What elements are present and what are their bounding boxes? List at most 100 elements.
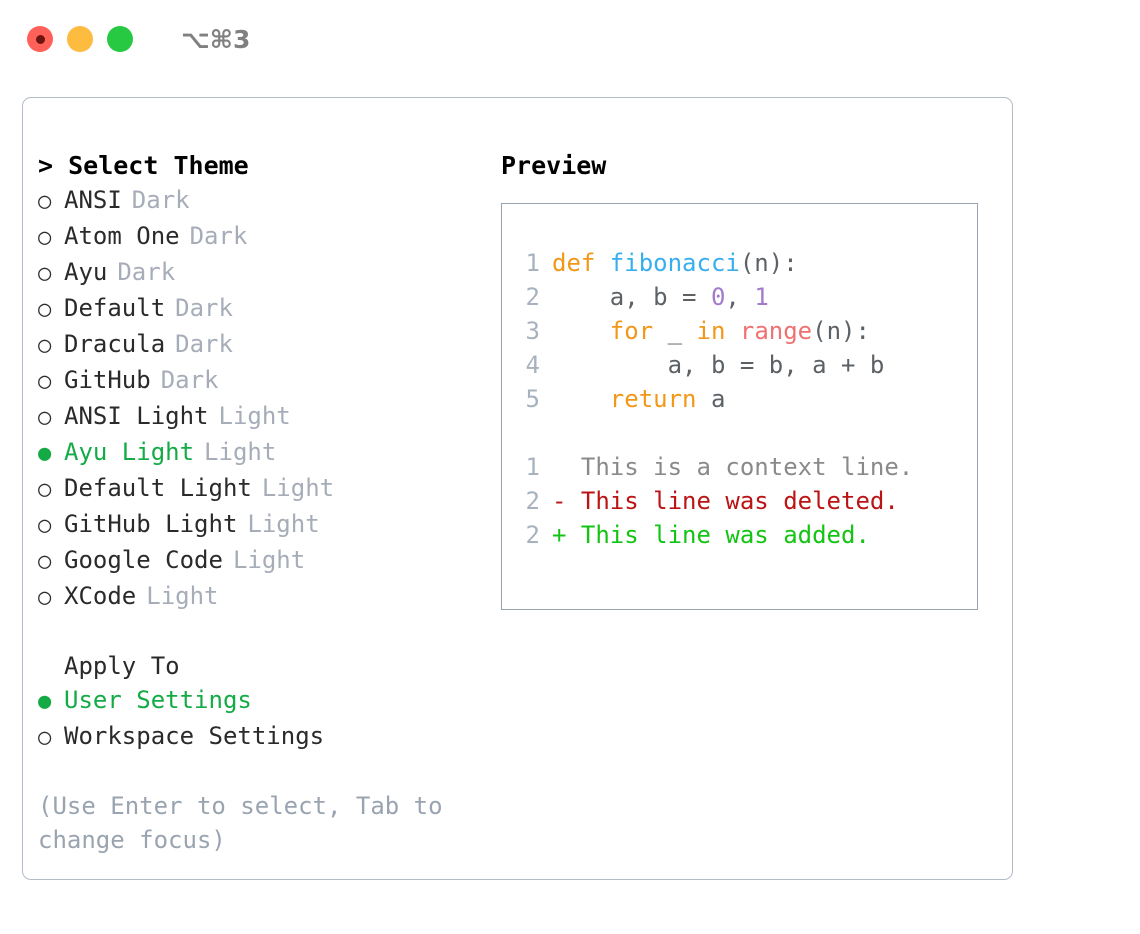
theme-option-variant: Light [247, 510, 320, 538]
keyboard-shortcut-label: ⌥⌘3 [181, 24, 251, 54]
radio-unselected-icon: ○ [38, 297, 52, 322]
code-token: _ [653, 317, 697, 345]
radio-unselected-icon: ○ [38, 477, 52, 502]
list-spacer [38, 615, 468, 649]
theme-option-ansi-light[interactable]: ○ ANSI Light Light [38, 399, 468, 435]
theme-option-default-light[interactable]: ○ Default Light Light [38, 471, 468, 507]
code-token: range [739, 317, 813, 345]
code-diff-gap [514, 416, 977, 450]
line-number: 2 [525, 521, 540, 549]
code-token: in [696, 317, 726, 345]
theme-option-label: ANSI [64, 186, 122, 214]
line-number: 1 [525, 249, 540, 277]
title-bar: ⌥⌘3 [0, 0, 1140, 78]
code-token: 0 [710, 283, 726, 311]
code-token [725, 317, 739, 345]
theme-option-ayu-light[interactable]: ● Ayu Light Light [38, 435, 468, 471]
line-number: 1 [525, 453, 540, 481]
keyboard-hint-text: (Use Enter to select, Tab to change focu… [38, 792, 458, 854]
apply-to-option-label: Workspace Settings [64, 722, 325, 750]
code-token: (n): [812, 317, 870, 345]
apply-to-option-label: User Settings [64, 686, 252, 714]
code-token: 1 [754, 283, 769, 311]
line-number: 3 [525, 317, 540, 345]
line-number: 2 [525, 487, 540, 515]
line-number: 5 [525, 385, 540, 413]
theme-option-variant: Light [146, 582, 219, 610]
theme-option-github-light[interactable]: ○ GitHub Light Light [38, 507, 468, 543]
theme-option-label: Ayu Light [64, 438, 195, 466]
theme-option-variant: Light [261, 474, 335, 502]
diff-text: This line was deleted. [566, 487, 899, 515]
radio-unselected-icon: ○ [38, 405, 52, 430]
code-line: 2 a, b = 0, 1 [514, 280, 977, 314]
radio-unselected-icon: ○ [38, 333, 52, 358]
code-token [552, 385, 610, 413]
code-token: fibonacci [609, 249, 740, 277]
radio-unselected-icon: ○ [38, 261, 52, 286]
code-line: 3 for _ in range(n): [514, 314, 977, 348]
zoom-button-icon[interactable] [107, 26, 133, 52]
radio-selected-icon: ● [38, 441, 52, 466]
theme-option-label: Default Light [64, 474, 252, 502]
hint-spacer [38, 755, 468, 789]
code-token: , [725, 283, 755, 311]
diff-line: 2+ This line was added. [514, 518, 977, 552]
radio-unselected-icon: ○ [38, 585, 52, 610]
line-number: 2 [525, 283, 540, 311]
theme-option-variant: Dark [131, 186, 190, 214]
code-token: (n): [739, 249, 798, 277]
code-token: a, b = b, a + b [552, 351, 885, 379]
radio-unselected-icon: ○ [38, 513, 52, 538]
diff-line: 1 This is a context line. [514, 450, 977, 484]
radio-selected-icon: ● [38, 689, 52, 714]
theme-option-label: Dracula [64, 330, 166, 358]
theme-option-variant: Dark [117, 258, 176, 286]
diff-sign [552, 453, 566, 481]
code-line: 4 a, b = b, a + b [514, 348, 977, 382]
theme-option-label: GitHub [64, 366, 151, 394]
theme-option-variant: Light [204, 438, 277, 466]
code-token: return [609, 385, 697, 413]
minimize-button-icon[interactable] [67, 26, 93, 52]
theme-option-label: GitHub Light [64, 510, 238, 538]
diff-sign: - [552, 487, 567, 515]
close-button-icon[interactable] [27, 26, 53, 52]
line-number: 4 [525, 351, 540, 379]
apply-to-option-list: ● User Settings ○ Workspace Settings [38, 683, 468, 755]
code-token: a, b = [552, 283, 711, 311]
theme-option-label: Default [64, 294, 166, 322]
radio-unselected-icon: ○ [38, 725, 52, 750]
code-token [552, 317, 610, 345]
apply-to-option-workspace-settings[interactable]: ○ Workspace Settings [38, 719, 468, 755]
theme-option-variant: Dark [160, 366, 219, 394]
diff-line: 2- This line was deleted. [514, 484, 977, 518]
theme-option-ayu[interactable]: ○ Ayu Dark [38, 255, 468, 291]
apply-to-heading: Apply To [64, 652, 180, 680]
theme-option-label: ANSI Light [64, 402, 209, 430]
theme-option-variant: Light [218, 402, 291, 430]
code-token: a [696, 385, 726, 413]
apply-to-option-user-settings[interactable]: ● User Settings [38, 683, 468, 719]
select-theme-heading: > Select Theme [38, 151, 249, 180]
diff-text: This line was added. [566, 521, 870, 549]
theme-option-label: Ayu [64, 258, 108, 286]
radio-unselected-icon: ○ [38, 225, 52, 250]
diff-snippet: 1 This is a context line.2- This line wa… [514, 450, 977, 552]
